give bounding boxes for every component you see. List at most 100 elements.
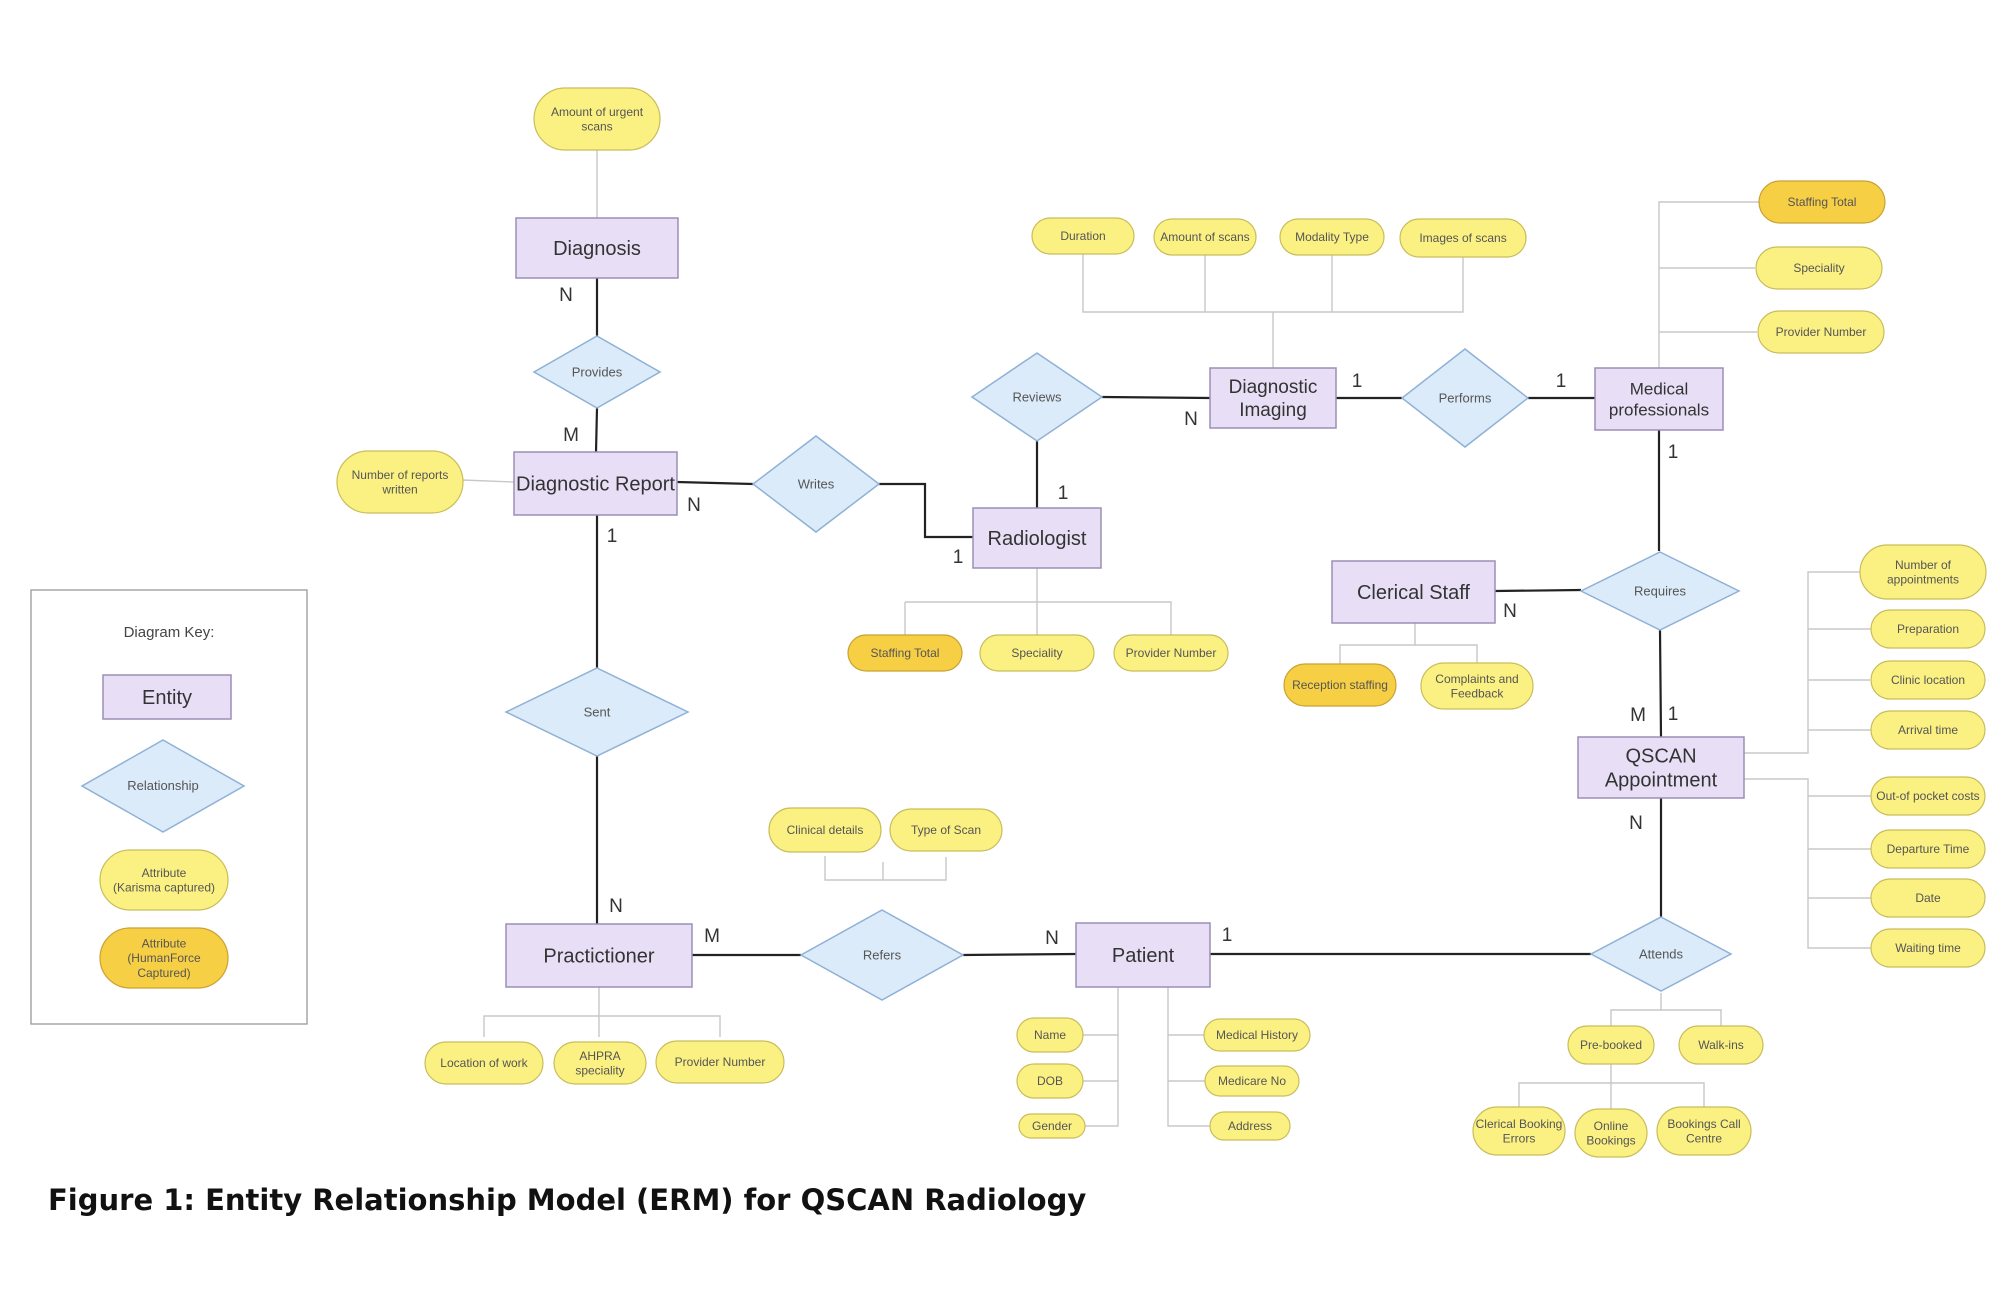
relationship-requires[interactable]: Requires	[1579, 551, 1741, 631]
attribute-pill	[1870, 710, 1986, 750]
label-line: professionals	[1609, 400, 1709, 419]
svg-text:Clerical Staff: Clerical Staff	[1357, 582, 1470, 604]
entity-radiologist[interactable]: Radiologist	[972, 507, 1102, 569]
label-line: Online	[1594, 1119, 1629, 1133]
entity-box	[1209, 367, 1337, 429]
cardinality-label: M	[563, 425, 579, 446]
relationship-performs[interactable]: Performs	[1400, 348, 1530, 448]
attribute-pill	[1420, 662, 1534, 710]
label-line: Amount of urgent	[551, 105, 644, 119]
svg-text:Diagnostic Report: Diagnostic Report	[516, 474, 675, 496]
svg-text:Name: Name	[1034, 1028, 1066, 1042]
relationship-attends[interactable]: Attends	[1589, 916, 1733, 992]
svg-text:Date: Date	[1915, 891, 1941, 905]
attribute-connector	[1518, 1063, 1612, 1107]
svg-text:Medicare No: Medicare No	[1218, 1074, 1286, 1088]
attribute-connector	[1167, 987, 1210, 1127]
entity-box	[1577, 736, 1745, 799]
svg-text:Amount of scans: Amount of scans	[1160, 230, 1249, 244]
label-line: AHPRA	[579, 1049, 620, 1063]
label-line: Type of Scan	[911, 823, 981, 837]
svg-text:Speciality: Speciality	[1011, 646, 1062, 660]
label-line: (HumanForce	[127, 951, 201, 965]
attribute-preparation: Preparation	[1870, 609, 1986, 649]
attribute-pill	[1870, 878, 1986, 918]
attribute-pill	[1016, 1063, 1084, 1099]
entity-patient[interactable]: Patient	[1075, 922, 1211, 988]
relationship-label: Refers	[863, 948, 902, 963]
svg-text:Clinical details: Clinical details	[787, 823, 864, 837]
svg-text:Provider Number: Provider Number	[675, 1055, 766, 1069]
svg-text:Practictioner: Practictioner	[543, 946, 654, 968]
svg-text:Duration: Duration	[1060, 229, 1105, 243]
label-line: Waiting time	[1895, 941, 1961, 955]
entity-practictioner[interactable]: Practictioner	[505, 923, 693, 988]
relationship-line	[1658, 629, 1663, 738]
key-relationship: Relationship	[80, 739, 246, 833]
relationship-provides[interactable]: Provides	[532, 335, 662, 409]
label-line: Departure Time	[1887, 842, 1970, 856]
entity-diagnosis[interactable]: Diagnosis	[515, 217, 679, 279]
attribute-gender: Gender	[1018, 1113, 1086, 1139]
relationship-diamond	[532, 335, 662, 409]
cardinality-label: N	[559, 285, 573, 306]
relationship-reviews[interactable]: Reviews	[970, 352, 1104, 442]
label-line: Medicare No	[1218, 1074, 1286, 1088]
svg-text:Speciality: Speciality	[1793, 261, 1844, 275]
relationship-writes[interactable]: Writes	[751, 435, 881, 533]
attribute-connector	[1415, 644, 1478, 663]
attribute-walk-ins: Walk-ins	[1678, 1025, 1764, 1065]
attribute-amount-of-scans: Amount of scans	[1153, 218, 1257, 256]
attribute-pill	[1656, 1106, 1752, 1156]
svg-text:Arrival time: Arrival time	[1898, 723, 1958, 737]
label-line: Location of work	[440, 1056, 528, 1070]
svg-text:Pre-booked: Pre-booked	[1580, 1038, 1642, 1052]
attribute-pill	[1859, 544, 1987, 600]
cardinality-label: 1	[953, 547, 964, 568]
attribute-pre-booked: Pre-booked	[1567, 1025, 1655, 1065]
key-entity: Entity	[102, 674, 232, 720]
relationship-diamond	[80, 739, 246, 833]
attribute-connector	[905, 601, 1172, 636]
attribute-type-of-scan: Type of Scan	[889, 808, 1003, 852]
attribute-pill	[1031, 217, 1135, 255]
attribute-arrival-time: Arrival time	[1870, 710, 1986, 750]
label-line: Provider Number	[1776, 325, 1867, 339]
attribute-pill	[1203, 1018, 1311, 1052]
attribute-staffing-total-medical: Staffing Total	[1758, 180, 1886, 224]
label-line: Modality Type	[1295, 230, 1369, 244]
svg-text:Preparation: Preparation	[1897, 622, 1959, 636]
relationship-refers[interactable]: Refers	[799, 909, 965, 1001]
key-relationship-label: Relationship	[127, 778, 199, 793]
attribute-pill	[533, 87, 661, 151]
label-line: Duration	[1060, 229, 1105, 243]
relationship-diamond	[970, 352, 1104, 442]
cardinality-label: N	[1184, 409, 1198, 430]
cardinality-label: 1	[1058, 483, 1069, 504]
attribute-speciality-radiologist: Speciality	[979, 634, 1095, 672]
label-line: Complaints and	[1435, 672, 1518, 686]
entity-diagnostic-report[interactable]: Diagnostic Report	[513, 451, 678, 516]
entity-clerical-staff[interactable]: Clerical Staff	[1331, 560, 1496, 624]
label-line: Patient	[1112, 945, 1175, 967]
relationship-label: Reviews	[1012, 390, 1062, 405]
attribute-images-of-scans: Images of scans	[1399, 218, 1527, 258]
cardinality-label: N	[609, 896, 623, 917]
relationship-line	[879, 482, 973, 539]
cardinality-label: 1	[1352, 371, 1363, 392]
label-line: Out-of pocket costs	[1876, 789, 1979, 803]
relationship-diamond	[1400, 348, 1530, 448]
attribute-pill	[655, 1040, 785, 1084]
label-line: Images of scans	[1419, 231, 1506, 245]
relationship-sent[interactable]: Sent	[504, 667, 690, 757]
attribute-pill	[424, 1041, 544, 1085]
